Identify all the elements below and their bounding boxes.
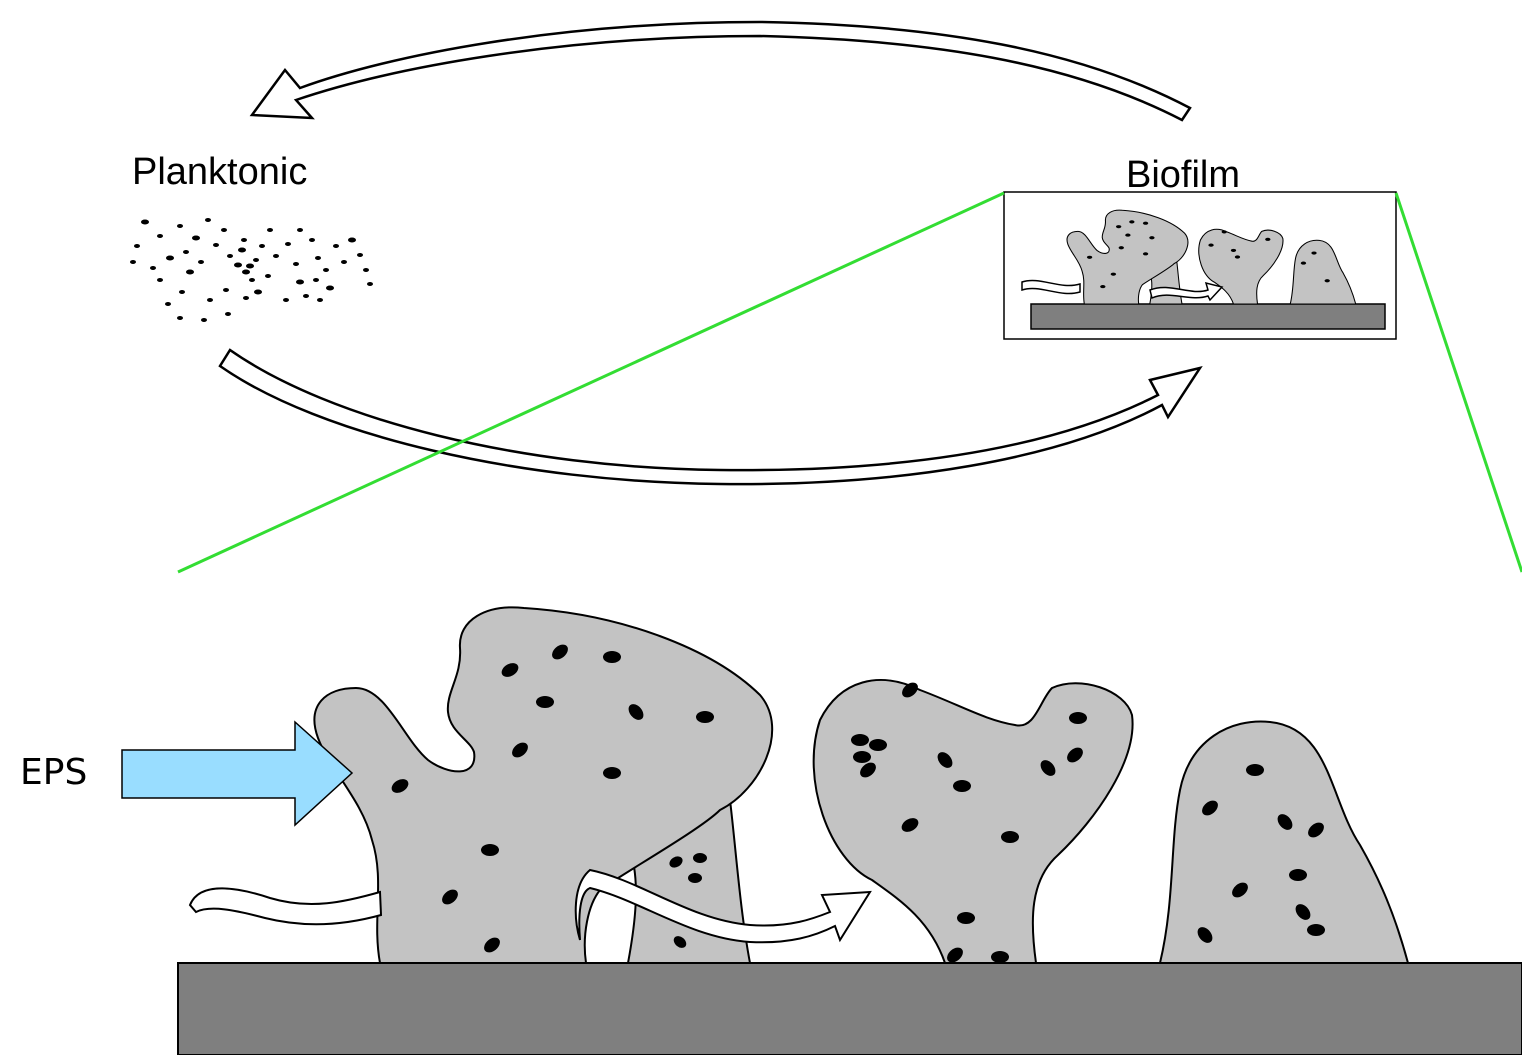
biofilm-inset	[1003, 191, 1397, 340]
biofilm-cells	[391, 644, 1325, 963]
biofilm-colonies	[313, 606, 1409, 964]
substrate	[177, 962, 1522, 1056]
planktonic-cells	[130, 218, 373, 322]
biofilm-label: Biofilm	[1126, 154, 1241, 196]
cycle-arrow-top	[249, 20, 1192, 122]
flow-arrow-middle	[574, 868, 872, 944]
eps-arrow-icon	[121, 720, 354, 827]
eps-label: EPS	[20, 752, 88, 793]
cycle-arrow-bottom	[218, 348, 1203, 486]
zoom-line-right	[1394, 192, 1522, 573]
zoom-line-left	[177, 191, 1005, 574]
flow-arrow-left	[188, 887, 383, 926]
planktonic-label: Planktonic	[132, 151, 308, 193]
